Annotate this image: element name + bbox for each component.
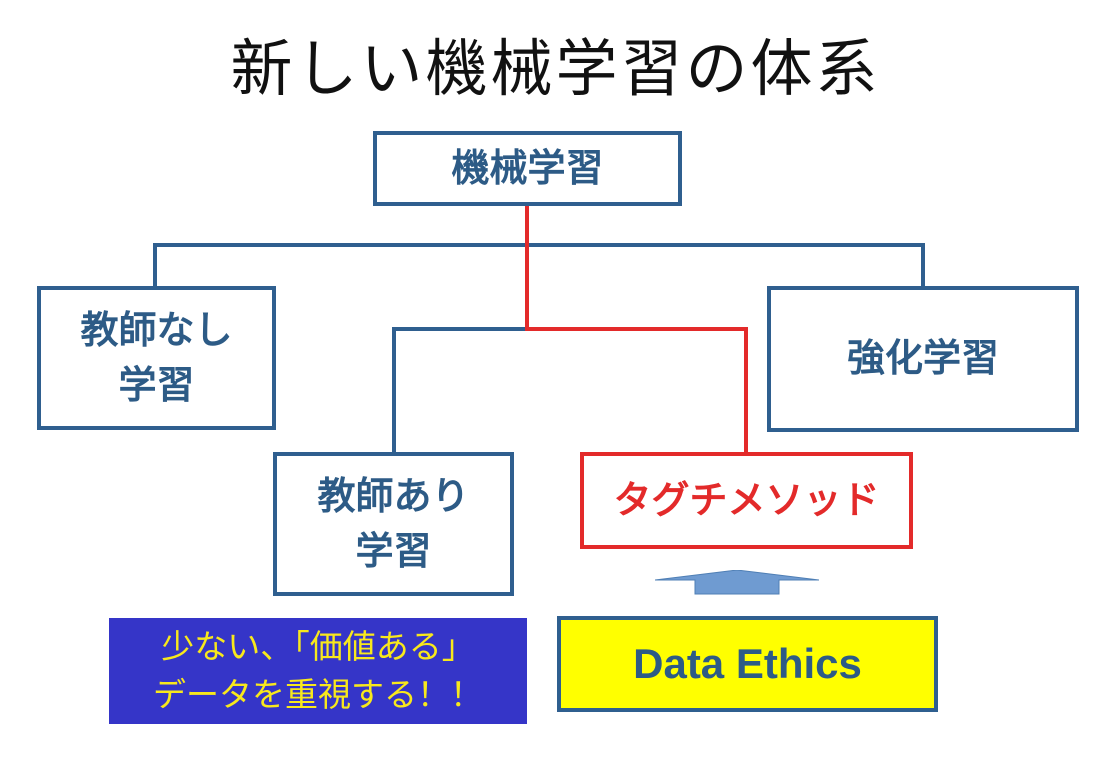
note-value-data: 少ない、「価値ある」 データを重視する！！ xyxy=(109,618,527,724)
note-value-data-line1: 少ない、「価値ある」 xyxy=(161,627,475,667)
node-reinforcement-learning: 強化学習 xyxy=(767,286,1079,432)
node-taguchi-method-label: タグチメソッド xyxy=(613,477,880,522)
line-root-to-taguchi xyxy=(525,205,748,455)
page-title: 新しい機械学習の体系 xyxy=(230,32,881,105)
line-to-supervised xyxy=(392,327,527,455)
node-machine-learning-label: 機械学習 xyxy=(451,145,604,190)
node-unsupervised-learning: 教師なし 学習 xyxy=(37,286,276,430)
node-machine-learning: 機械学習 xyxy=(373,131,682,206)
line-root-to-unsupervised-reinforcement xyxy=(153,243,925,287)
node-supervised-learning-label: 教師あり 学習 xyxy=(317,473,470,573)
node-reinforcement-learning-label: 強化学習 xyxy=(846,336,999,381)
node-unsupervised-learning-label: 教師なし 学習 xyxy=(80,307,233,407)
node-supervised-learning: 教師あり 学習 xyxy=(273,452,514,596)
note-value-data-line2: データを重視する！！ xyxy=(153,675,483,714)
note-data-ethics: Data Ethics xyxy=(557,616,938,712)
node-taguchi-method: タグチメソッド xyxy=(580,452,913,549)
arrow-up-icon xyxy=(655,570,819,595)
note-data-ethics-label: Data Ethics xyxy=(633,640,862,687)
